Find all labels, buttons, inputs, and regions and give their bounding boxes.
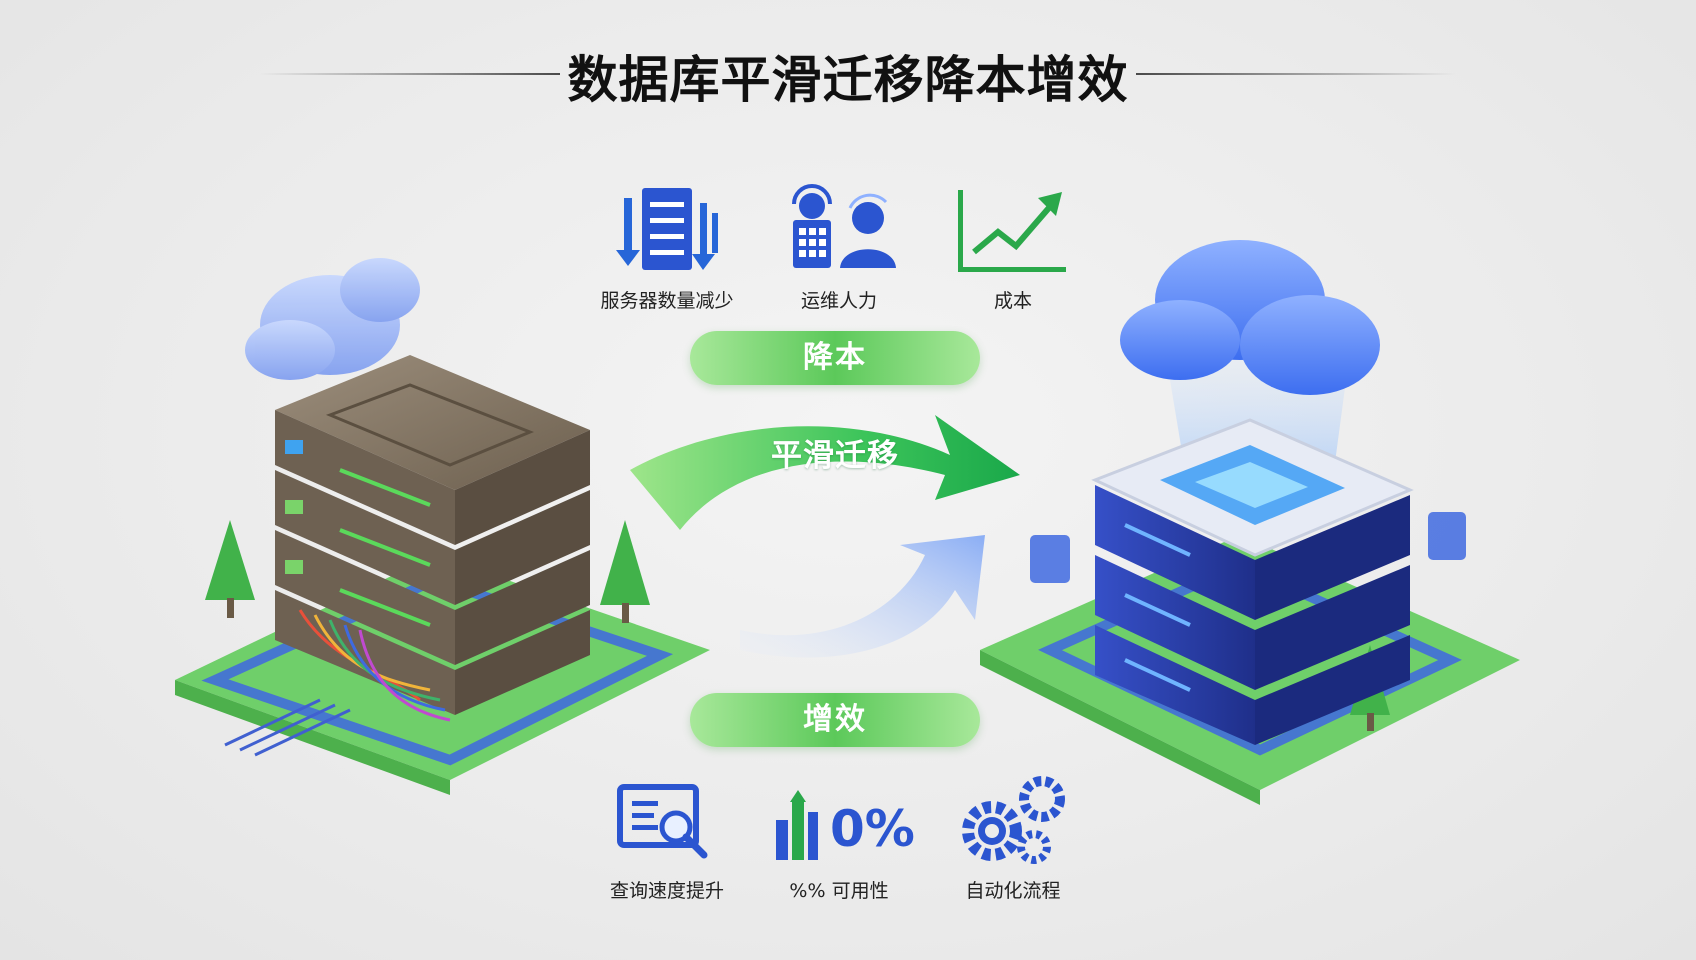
tree-icon (600, 520, 650, 623)
availability-icon-text: 0% (830, 800, 915, 858)
metric-label: 自动化流程 (965, 880, 1061, 902)
migration-arrow-label: 平滑迁移 (771, 438, 899, 474)
legacy-server-stack (224, 355, 590, 757)
metric-label: 查询速度提升 (609, 880, 724, 902)
migration-arrow-blue (740, 535, 985, 658)
cost-trend-icon (958, 190, 1066, 272)
legacy-server-illustration (175, 258, 710, 795)
metric-automation: 自动化流程 (928, 870, 1098, 903)
availability-percent-icon (776, 790, 818, 860)
cloud-server-illustration (980, 240, 1520, 805)
server-reduction-icon (616, 188, 718, 270)
title-divider-right (1136, 73, 1456, 75)
efficiency-pill: 增效 (690, 693, 980, 747)
migration-arrow-green (630, 415, 1020, 530)
gears-icon (962, 776, 1065, 864)
metric-ops-staff: 运维人力 (754, 280, 924, 313)
page-title: 数据库平滑迁移降本增效 (567, 51, 1129, 109)
cloud-server-stack (1030, 418, 1466, 745)
cloud-icon (245, 258, 420, 380)
cost-reduction-pill: 降本 (690, 331, 980, 385)
metric-label: %% 可用性 (789, 880, 889, 902)
metric-label: 成本 (993, 290, 1032, 312)
metric-label: 运维人力 (800, 290, 877, 312)
ops-staff-icon (792, 184, 896, 268)
metric-label: 服务器数量减少 (600, 290, 734, 312)
cloud-icon (1120, 240, 1380, 395)
metric-server-reduction: 服务器数量减少 (582, 280, 752, 313)
metric-query-speed: 查询速度提升 (582, 870, 752, 903)
title-divider-left (260, 73, 560, 75)
query-search-icon (617, 784, 708, 859)
title-bar: 数据库平滑迁移降本增效 (0, 40, 1696, 110)
tree-icon (205, 520, 255, 618)
metric-cost: 成本 (928, 280, 1098, 313)
metric-availability: %% 可用性 (754, 870, 924, 903)
